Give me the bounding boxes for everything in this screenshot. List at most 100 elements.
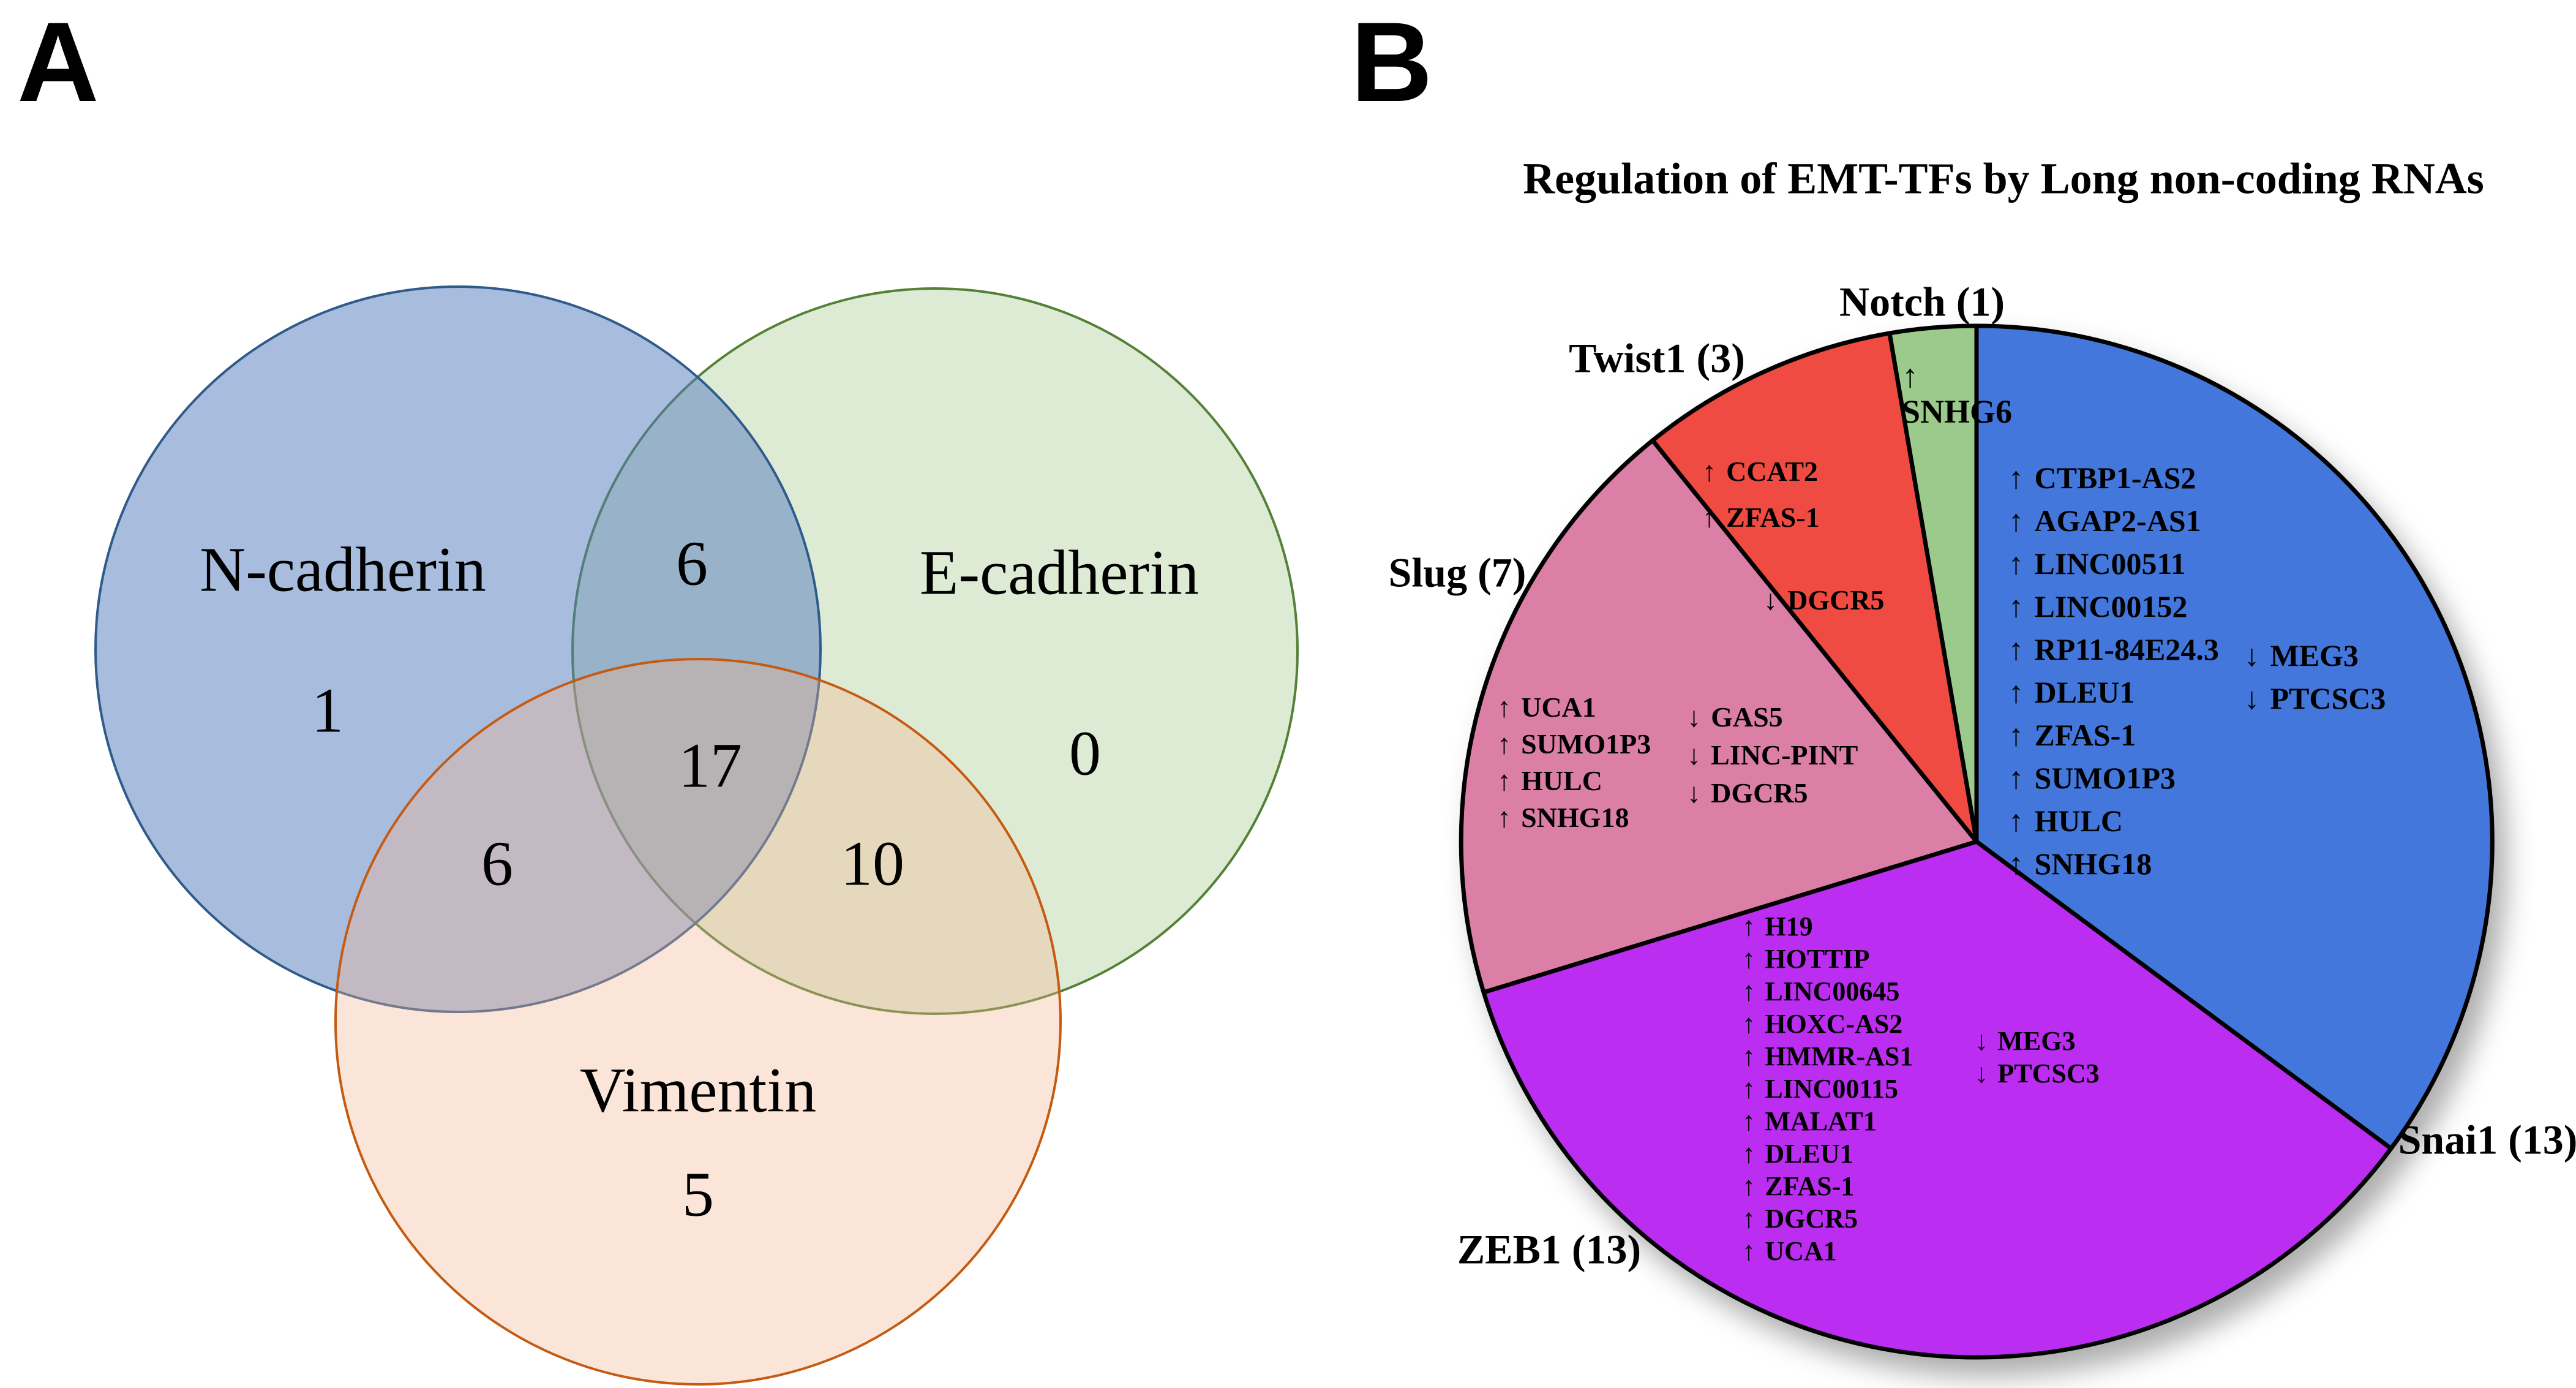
lncrna-name: DGCR5 bbox=[1765, 1204, 1858, 1234]
list-item: ↓PTCSC3 bbox=[1975, 1057, 2100, 1090]
slug-upregulated-list: ↑UCA1 ↑SUMO1P3 ↑HULC ↑SNHG18 bbox=[1497, 688, 1651, 835]
lncrna-name: CTBP1-AS2 bbox=[2034, 461, 2196, 495]
up-arrow-icon: ↑ bbox=[1497, 801, 1511, 833]
list-item: ↑SUMO1P3 bbox=[1497, 725, 1651, 762]
up-arrow-icon: ↑ bbox=[1742, 911, 1756, 941]
venn-count-n-only: 1 bbox=[312, 675, 344, 746]
up-arrow-icon: ↑ bbox=[2008, 589, 2024, 624]
list-item: ↑ CCAT2 bbox=[1702, 448, 1820, 494]
lncrna-name: RP11-84E24.3 bbox=[2034, 632, 2219, 666]
up-arrow-icon: ↑ bbox=[1742, 944, 1756, 974]
up-arrow-icon: ↑ bbox=[1702, 502, 1716, 533]
up-arrow-icon: ↑ bbox=[2008, 546, 2024, 581]
lncrna-name: ZFAS-1 bbox=[2034, 718, 2136, 752]
up-arrow-icon: ↑ bbox=[1702, 456, 1716, 487]
up-arrow-icon: ↑ bbox=[1497, 691, 1511, 723]
list-item: ↑AGAP2-AS1 bbox=[2008, 499, 2219, 542]
list-item: ↑MALAT1 bbox=[1742, 1105, 1913, 1137]
down-arrow-icon: ↓ bbox=[2244, 681, 2259, 715]
list-item: ↑ RP11-84E24.3 bbox=[2008, 628, 2219, 671]
venn-diagram bbox=[94, 285, 1299, 1386]
slice-label-slug: Slug (7) bbox=[1388, 549, 1526, 596]
lncrna-name: SNHG6 bbox=[1902, 393, 2013, 430]
down-arrow-icon: ↓ bbox=[1687, 739, 1701, 771]
lncrna-name: DGCR5 bbox=[1787, 584, 1885, 616]
up-arrow-icon: ↑ bbox=[2008, 461, 2024, 495]
lncrna-name: DGCR5 bbox=[1711, 777, 1808, 809]
pie-slice-snai1 bbox=[1974, 323, 2495, 1151]
up-arrow-icon: ↑ bbox=[1742, 976, 1756, 1006]
list-item: ↑LINC00152 bbox=[2008, 585, 2219, 628]
down-arrow-icon: ↓ bbox=[1975, 1026, 1988, 1056]
notch-upregulated-list: ↑ SNHG6 bbox=[1902, 358, 2013, 430]
snai1-upregulated-list: ↑ CTBP1-AS2 ↑AGAP2-AS1 ↑ LINC00511 ↑LINC00… bbox=[2008, 456, 2219, 885]
up-arrow-icon: ↑ bbox=[2008, 847, 2024, 881]
list-item: ↑ H19 bbox=[1742, 910, 1913, 943]
lncrna-name: LINC00645 bbox=[1765, 976, 1900, 1006]
lncrna-name: UCA1 bbox=[1765, 1236, 1837, 1266]
venn-set-label-vimentin: Vimentin bbox=[579, 1055, 817, 1126]
lncrna-name: GAS5 bbox=[1711, 701, 1783, 733]
lncrna-name: HULC bbox=[1521, 764, 1602, 796]
slice-label-snai1: Snai1 (13) bbox=[2398, 1116, 2576, 1163]
lncrna-name: CCAT2 bbox=[1726, 456, 1819, 487]
slice-label-zeb1: ZEB1 (13) bbox=[1457, 1226, 1642, 1273]
up-arrow-icon: ↑ bbox=[2008, 718, 2024, 752]
up-arrow-icon: ↑ bbox=[1742, 1236, 1756, 1266]
pie-slice-twist1 bbox=[1650, 331, 1979, 844]
lncrna-name: LINC00511 bbox=[2034, 546, 2186, 581]
lncrna-name: H19 bbox=[1765, 911, 1813, 941]
lncrna-name: SNHG18 bbox=[1521, 801, 1629, 833]
lncrna-name: MEG3 bbox=[2270, 638, 2359, 673]
up-arrow-icon: ↑ bbox=[1497, 764, 1511, 796]
n-cadherin-circle bbox=[94, 285, 822, 1013]
venn-count-v-only: 5 bbox=[682, 1159, 714, 1230]
lncrna-name: HMMR-AS1 bbox=[1765, 1041, 1913, 1071]
list-item: ↑ SNHG18 bbox=[2008, 842, 2219, 885]
lncrna-name: PTCSC3 bbox=[2270, 681, 2386, 715]
list-item: ↓ MEG3 bbox=[2244, 634, 2386, 677]
lncrna-name: MEG3 bbox=[1997, 1026, 2076, 1056]
list-item: ↑ UCA1 bbox=[1742, 1235, 1913, 1267]
list-item: SNHG6 bbox=[1902, 393, 2013, 430]
list-item: ↓ LINC-PINT bbox=[1687, 736, 1858, 774]
snai1-downregulated-list: ↓ MEG3 ↓ PTCSC3 bbox=[2244, 634, 2386, 720]
up-arrow-icon: ↑ bbox=[1742, 1204, 1756, 1234]
lncrna-name: SUMO1P3 bbox=[1521, 728, 1651, 760]
lncrna-name: LINC00115 bbox=[1765, 1074, 1898, 1104]
venn-count-e-only: 0 bbox=[1069, 718, 1101, 789]
list-item: ↑ZFAS-1 bbox=[1742, 1170, 1913, 1202]
lncrna-name: HOTTIP bbox=[1765, 944, 1870, 974]
panel-a-letter: A bbox=[17, 0, 99, 126]
up-arrow-icon: ↑ bbox=[2008, 504, 2024, 538]
venn-count-n-e: 6 bbox=[676, 528, 708, 599]
venn-count-n-v: 6 bbox=[481, 828, 513, 899]
list-item: ↑HMMR-AS1 bbox=[1742, 1040, 1913, 1073]
list-item: ↑HULC bbox=[2008, 799, 2219, 842]
lncrna-name: LINC-PINT bbox=[1711, 739, 1858, 771]
slice-label-notch: Notch (1) bbox=[1839, 278, 2005, 325]
zeb1-downregulated-list: ↓ MEG3 ↓PTCSC3 bbox=[1975, 1025, 2100, 1090]
list-item: ↑DLEU1 bbox=[2008, 671, 2219, 714]
list-item: ↑ bbox=[1902, 358, 2012, 394]
up-arrow-icon: ↑ bbox=[2008, 675, 2024, 709]
panel-b-letter: B bbox=[1351, 0, 1433, 126]
pie-slice-notch bbox=[1887, 323, 1979, 844]
list-item: ↑ LINC00511 bbox=[2008, 542, 2219, 585]
vimentin-circle bbox=[334, 658, 1062, 1386]
list-item: ↑ ZFAS-1 bbox=[2008, 714, 2219, 756]
venn-count-e-v: 10 bbox=[841, 828, 904, 899]
venn-count-center: 17 bbox=[678, 730, 742, 801]
list-item: ↑ SNHG18 bbox=[1497, 799, 1651, 835]
lncrna-name: SNHG18 bbox=[2034, 847, 2152, 881]
list-item: ↑UCA1 bbox=[1497, 688, 1651, 725]
down-arrow-icon: ↓ bbox=[2244, 638, 2259, 673]
up-arrow-icon: ↑ bbox=[2008, 632, 2024, 666]
list-item: ↓DGCR5 bbox=[1687, 774, 1858, 812]
lncrna-name: ZFAS-1 bbox=[1726, 502, 1820, 533]
up-arrow-icon: ↑ bbox=[1742, 1171, 1756, 1201]
lncrna-name: HOXC-AS2 bbox=[1765, 1009, 1903, 1039]
list-item: ↓GAS5 bbox=[1687, 698, 1858, 736]
down-arrow-icon: ↓ bbox=[1763, 584, 1778, 616]
